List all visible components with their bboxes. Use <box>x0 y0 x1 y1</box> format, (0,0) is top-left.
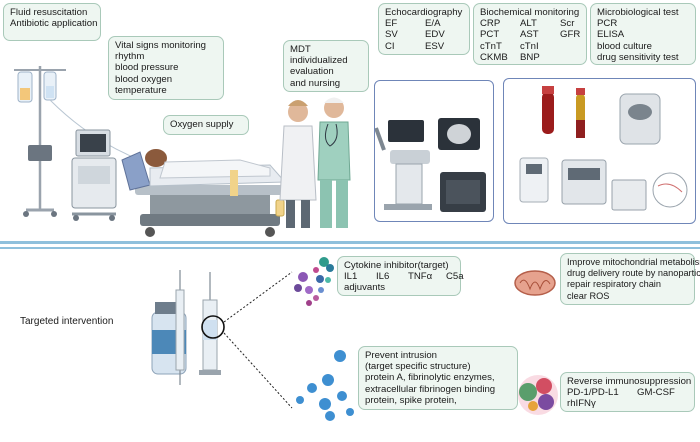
mito-line: Improve mitochondrial metabolism <box>567 257 700 267</box>
intrusion-line: protein A, fibrinolytic enzymes, <box>365 372 495 384</box>
biochem-item <box>560 41 590 52</box>
micro-item: PCR <box>597 18 618 30</box>
section-divider-bottom <box>0 247 700 249</box>
mdt-line-4: and nursing <box>290 77 341 89</box>
vital-blood-pressure: blood pressure <box>115 62 179 74</box>
immuno-item: GM-CSF <box>637 387 675 399</box>
pointer-lines <box>223 271 293 409</box>
ventilator-icon <box>71 129 117 221</box>
immune-cells-icon <box>518 375 558 415</box>
oxygen-label: Oxygen supply <box>170 119 234 130</box>
medical-team-icon <box>279 97 351 228</box>
biochem-item: Scr <box>560 18 575 30</box>
mitochondrion-icon <box>514 270 556 296</box>
micro-title: Microbiological test <box>597 7 679 18</box>
mito-line: repair respiratory chain <box>567 279 661 290</box>
iv-pole-icon <box>14 66 141 217</box>
mitochondria-box: Improve mitochondrial metabolism drug de… <box>560 253 700 305</box>
immuno-title: Reverse immunosuppression <box>567 376 692 387</box>
patient-bed-icon <box>121 149 287 237</box>
biochem-item: BNP <box>520 51 540 63</box>
cytokine-item: C5a <box>446 271 464 283</box>
reverse-immunosuppression-box: Reverse immunosuppression PD-1/PD-L1 GM-… <box>560 372 695 412</box>
cytokine-title: Cytokine inhibitor(target) <box>344 260 449 271</box>
section-divider-top <box>0 241 700 244</box>
fluid-resuscitation-box: Fluid resuscitation Antibiotic applicati… <box>3 3 101 41</box>
echo-item: ESV <box>425 40 445 52</box>
biochem-item: cTnT <box>480 40 502 52</box>
virus-particles-icon <box>296 350 354 421</box>
biochem-item <box>560 52 590 63</box>
echo-item: CI <box>385 40 395 52</box>
vital-rhythm: rhythm <box>115 51 145 63</box>
intrusion-line: extracellular fibrinogen binding <box>365 383 496 395</box>
biochem-title: Biochemical monitoring <box>480 7 580 18</box>
vital-signs-box: Vital signs monitoring rhythm blood pres… <box>108 36 224 100</box>
fluid-label: Fluid resuscitation <box>10 7 88 18</box>
ultrasound-machine-icon <box>374 118 486 212</box>
vital-blood-oxygen: blood oxygen <box>115 73 173 85</box>
cytokine-item: TNFα <box>408 271 433 283</box>
biochem-item: cTnI <box>520 40 539 52</box>
echo-item: E/A <box>425 18 441 30</box>
echo-title: Echocardiography <box>385 7 463 18</box>
cytokine-item: IL6 <box>376 271 390 283</box>
laboratory-equipment-icon <box>519 86 688 211</box>
echo-item: EF <box>385 18 398 30</box>
syringe-icon <box>175 270 225 385</box>
microbiological-test-box: Microbiological test PCR ELISA blood cul… <box>590 3 696 65</box>
echo-item: EDV <box>425 29 445 41</box>
micro-item: drug sensitivity test <box>597 51 679 63</box>
mdt-line-1: MDT <box>290 44 311 55</box>
biochemical-monitoring-box: Biochemical monitoring CRP ALT Scr PCT A… <box>473 3 587 65</box>
immuno-item: PD-1/PD-L1 <box>567 387 619 399</box>
vital-signs-title: Vital signs monitoring <box>115 40 207 51</box>
echo-item: SV <box>385 29 398 41</box>
biochem-item: GFR <box>560 29 581 41</box>
mdt-line-2: individualized <box>290 55 348 67</box>
mito-line: drug delivery route by nanoparticles <box>567 268 700 279</box>
echocardiography-panel <box>374 80 494 222</box>
antibiotic-label: Antibiotic application <box>10 18 98 30</box>
mdt-line-3: evaluation <box>290 66 334 78</box>
echocardiography-box: Echocardiography EF E/A SV EDV CI ESV <box>378 3 470 55</box>
intrusion-line: protein, spike protein, <box>365 394 457 406</box>
laboratory-panel <box>503 78 696 224</box>
immuno-extra: rhIFNγ <box>567 398 596 410</box>
targeted-intervention-label: Targeted intervention <box>20 316 114 327</box>
biochem-item: AST <box>520 29 539 41</box>
cytokine-adjuvants: adjuvants <box>344 282 386 294</box>
intrusion-title: Prevent intrusion <box>365 350 437 361</box>
micro-item: blood culture <box>597 40 652 52</box>
biochem-item: PCT <box>480 29 500 41</box>
intrusion-line: (target specific structure) <box>365 361 471 373</box>
cytokine-molecules-icon <box>294 257 334 306</box>
cytokine-item: IL1 <box>344 271 358 283</box>
vital-temperature: temperature <box>115 84 167 96</box>
mito-line: clear ROS <box>567 290 610 301</box>
micro-item: ELISA <box>597 29 625 41</box>
biochem-item: CKMB <box>480 51 508 63</box>
biochem-item: ALT <box>520 18 537 30</box>
oxygen-supply-box: Oxygen supply <box>163 115 249 135</box>
biochem-item: CRP <box>480 18 501 30</box>
mdt-box: MDT individualized evaluation and nursin… <box>283 40 369 92</box>
cytokine-inhibitor-box: Cytokine inhibitor(target) IL1 IL6 TNFα … <box>337 256 464 296</box>
prevent-intrusion-box: Prevent intrusion (target specific struc… <box>358 346 518 410</box>
